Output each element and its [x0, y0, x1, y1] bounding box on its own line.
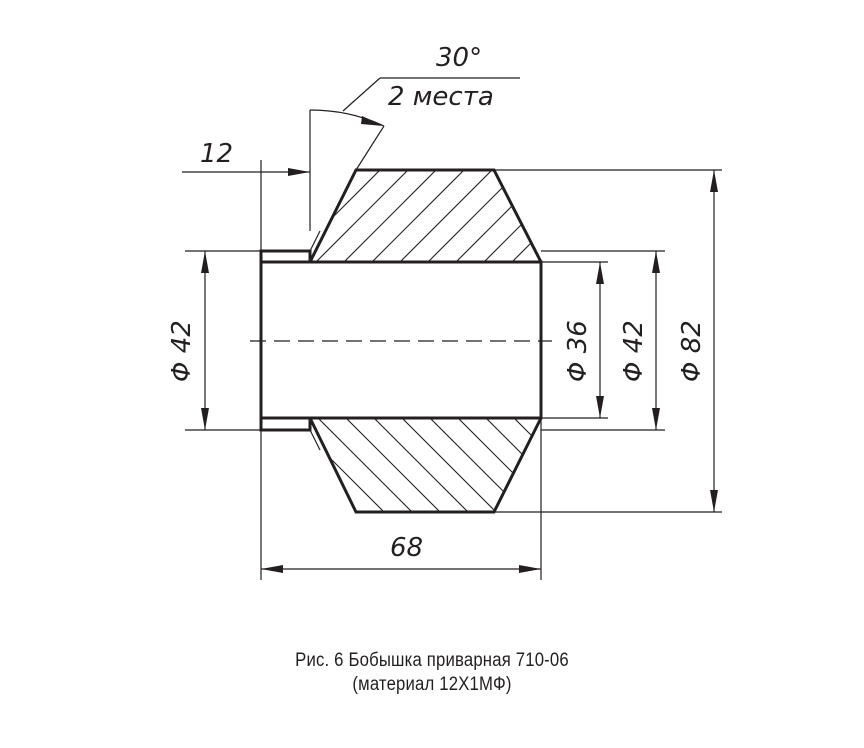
arrowheads	[201, 116, 718, 573]
angle-note: 2 места	[388, 82, 494, 112]
collar-lines	[309, 230, 321, 451]
caption-line-2: (материал 12Х1МФ)	[352, 674, 512, 695]
dim-right-diameter: Φ 42	[619, 320, 649, 382]
figure-caption: Рис. 6 Бобышка приварная 710-06 (материа…	[0, 650, 864, 696]
dim-inner-diameter: Φ 36	[563, 320, 593, 382]
dim-outer-diameter: Φ 82	[677, 320, 707, 382]
dim-top-length: 12	[200, 139, 233, 169]
caption-line-1: Рис. 6 Бобышка приварная 710-06	[295, 650, 569, 671]
dim-left-diameter: Φ 42	[167, 320, 197, 382]
angle-label: 30°	[436, 43, 482, 73]
dim-overall-length: 68	[390, 533, 423, 563]
